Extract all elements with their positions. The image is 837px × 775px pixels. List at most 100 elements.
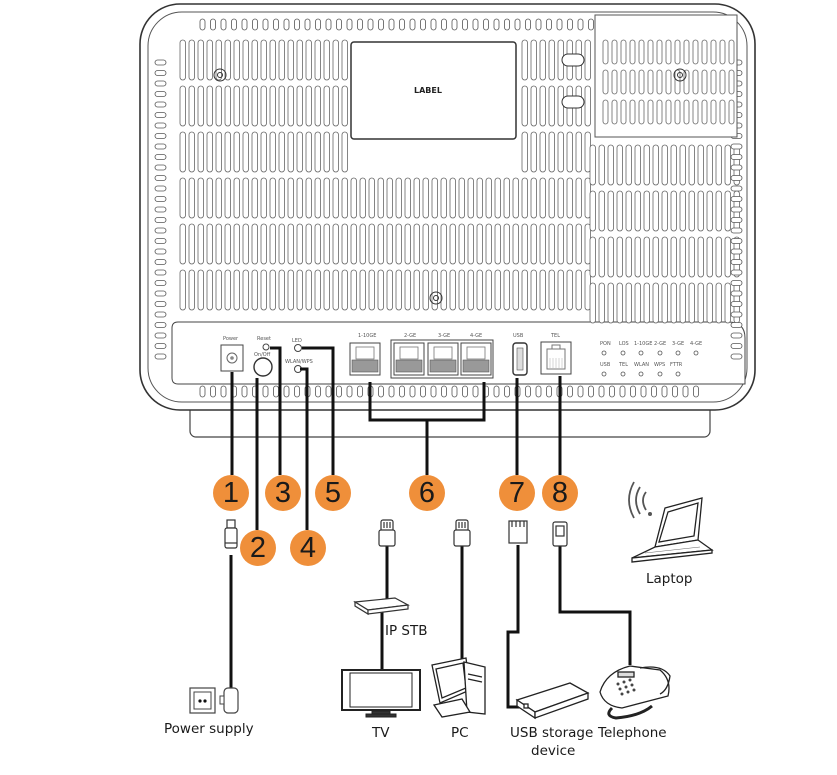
vent-slot: [548, 269, 555, 311]
vent-slot: [598, 144, 605, 186]
vent-slot: [607, 282, 614, 324]
vent-slot: [251, 39, 258, 81]
vent-slot: [679, 236, 686, 278]
vent-slot: [251, 177, 258, 219]
vent-slot: [215, 39, 222, 81]
vent-slot: [305, 269, 312, 311]
rim-slot: [420, 18, 426, 31]
vent-slot: [625, 236, 632, 278]
vent-slot: [440, 269, 447, 311]
vent-slot: [710, 39, 717, 65]
vent-slot: [719, 99, 726, 125]
vent-slot: [287, 223, 294, 265]
vent-slot: [548, 177, 555, 219]
vent-slot: [724, 236, 731, 278]
rim-slot: [262, 385, 269, 398]
rim-slot: [154, 59, 167, 66]
ethernet-port: [349, 342, 381, 376]
rim-slot: [388, 18, 395, 31]
vent-slot: [692, 99, 699, 125]
vent-slot: [305, 177, 312, 219]
rim-slot: [462, 18, 468, 31]
rim-slot: [378, 18, 384, 31]
vent-slot: [260, 85, 267, 127]
vent-slot: [521, 177, 528, 219]
vent-slot: [661, 236, 668, 278]
rim-slot: [154, 80, 167, 87]
indicator-dot: [657, 371, 663, 377]
vent-slot: [719, 69, 726, 95]
vent-slot: [625, 190, 632, 232]
eth3-port-label: 3-GE: [438, 333, 451, 339]
usb-storage-label-line2: device: [531, 743, 576, 759]
vent-slot: [395, 177, 402, 219]
vent-slot: [251, 131, 258, 173]
rim-slot: [730, 259, 743, 265]
rim-slot: [730, 164, 743, 171]
vent-slot: [728, 69, 735, 95]
vent-slot: [503, 177, 510, 219]
vent-slot: [656, 69, 663, 95]
callout-5: 5: [315, 475, 351, 511]
rim-slot: [154, 91, 167, 97]
indicator-dot: [638, 350, 644, 356]
vent-slot: [377, 177, 384, 219]
vent-slot: [242, 269, 249, 311]
rim-slot: [399, 18, 405, 31]
rim-slot: [730, 217, 743, 223]
callout-2: 2: [240, 530, 276, 566]
vent-slot: [728, 39, 735, 65]
vent-slot: [269, 85, 276, 127]
vent-slot: [422, 269, 429, 311]
vent-slot: [314, 177, 321, 219]
vent-slot: [598, 236, 605, 278]
vent-slot: [607, 190, 614, 232]
vent-slot: [404, 223, 411, 265]
vent-slot: [634, 144, 641, 186]
vent-slot: [206, 131, 213, 173]
vent-slot: [476, 269, 483, 311]
vent-slot: [652, 144, 659, 186]
indicator-label: WLAN: [634, 362, 650, 368]
vent-slot: [701, 69, 708, 95]
vent-slot: [287, 85, 294, 127]
vent-slot: [530, 269, 537, 311]
indicator-label: 4-GE: [690, 341, 703, 347]
vent-slot: [215, 177, 222, 219]
ethernet-connector-stb: [378, 519, 396, 547]
rim-slot: [294, 385, 300, 398]
telephone-label: Telephone: [598, 725, 667, 741]
vent-slot: [661, 282, 668, 324]
rim-slot: [504, 18, 510, 31]
vent-slot: [652, 190, 659, 232]
vent-slot: [413, 269, 420, 311]
vent-slot: [697, 282, 704, 324]
rim-slot: [730, 301, 743, 307]
indicator-label: 1-10GE: [634, 341, 653, 347]
rim-slot: [388, 385, 395, 398]
vent-slot: [287, 269, 294, 311]
rim-slot: [154, 301, 167, 307]
vent-slot: [638, 99, 645, 125]
rim-slot: [325, 385, 332, 398]
rim-slot: [154, 175, 167, 181]
rim-slot: [588, 385, 594, 398]
rim-slot: [730, 343, 743, 349]
rim-slot: [154, 248, 167, 255]
rim-slot: [357, 385, 363, 398]
vent-slot: [197, 85, 204, 127]
vent-slot: [323, 269, 330, 311]
vent-slot: [341, 269, 348, 311]
indicator-dot: [693, 350, 699, 356]
vent-slot: [359, 177, 366, 219]
rim-slot: [546, 385, 552, 398]
vent-slot: [634, 282, 641, 324]
vent-slot: [710, 69, 717, 95]
vent-slot: [485, 177, 492, 219]
rim-slot: [325, 18, 332, 31]
indicator-label: WPS: [654, 362, 666, 368]
rim-slot: [441, 18, 447, 31]
rim-slot: [514, 18, 521, 31]
callout-1: 1: [213, 475, 249, 511]
